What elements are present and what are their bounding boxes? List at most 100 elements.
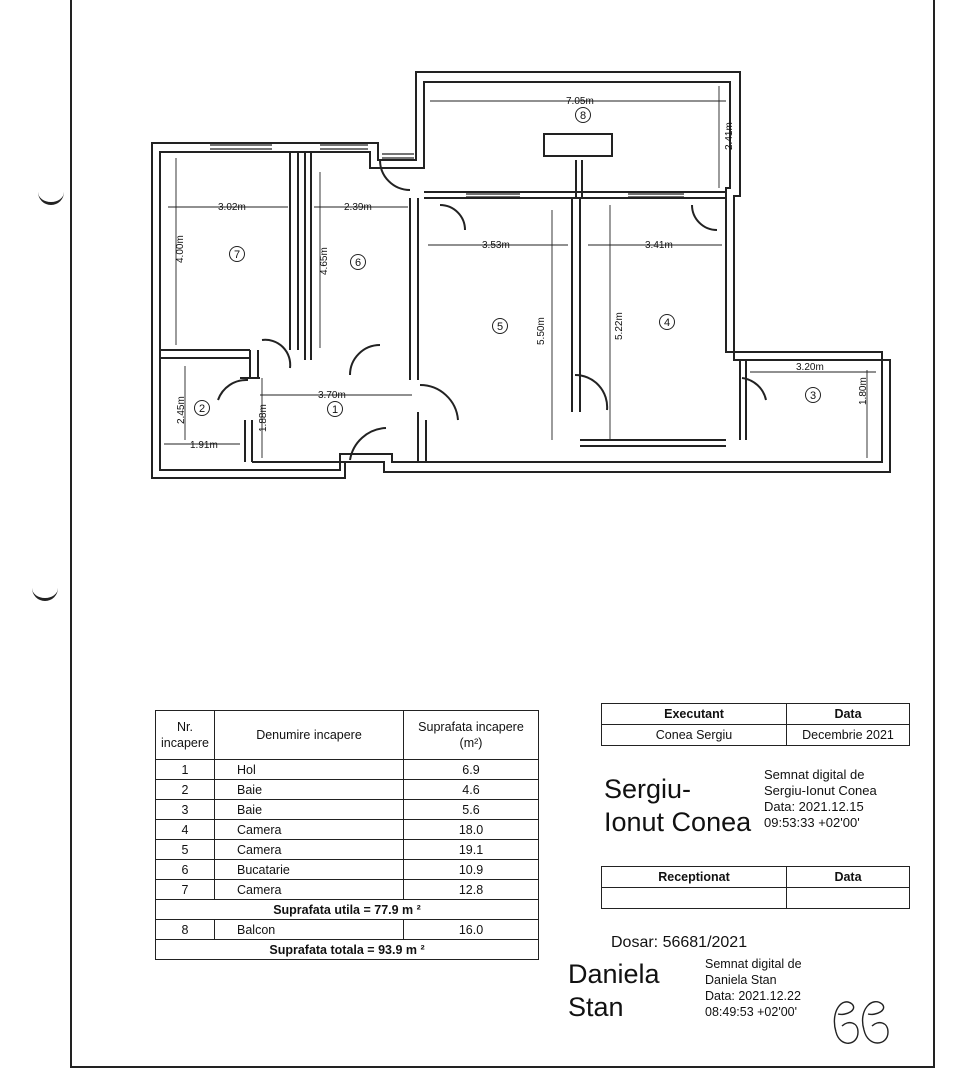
signature-info-line: Semnat digital de — [705, 957, 802, 971]
table-header-row: Nr. incapere Denumire incapere Suprafata… — [155, 710, 539, 760]
page-border-bottom — [70, 1066, 935, 1068]
signature-info-line: Sergiu-Ionut Conea — [764, 783, 877, 798]
dimension-label: 2.45m — [176, 396, 187, 424]
dimension-label: 4.65m — [319, 247, 330, 275]
room-name-cell: Baie — [214, 779, 404, 800]
signature-info-line: Semnat digital de — [764, 767, 865, 782]
dimension-label: 5.22m — [614, 312, 625, 340]
signature-name-sergiu: Sergiu- Ionut Conea — [604, 773, 751, 839]
room-nr-cell: 7 — [155, 879, 215, 900]
total-area-row: Suprafata totala = 93.9 m ² — [155, 939, 539, 960]
total-area: Suprafata totala = 93.9 m ² — [155, 939, 539, 960]
room-name-cell: Balcon — [214, 919, 404, 940]
dosar-number: Dosar: 56681/2021 — [611, 934, 748, 951]
signature-name-line: Sergiu- — [604, 774, 692, 804]
signature-info-line: Data: 2021.12.22 — [705, 989, 801, 1003]
room-name-cell: Baie — [214, 799, 404, 820]
dimension-label: 3.70m — [318, 390, 346, 401]
room-number: 5 — [497, 321, 503, 333]
room-number: 7 — [234, 249, 240, 261]
area-table: Nr. incapere Denumire incapere Suprafata… — [155, 710, 539, 960]
useful-area-row: Suprafata utila = 77.9 m ² — [155, 899, 539, 920]
floor-plan: 7.05m 2.41m 3.02m 4.00m 2.39m 4.65m 3.53… — [151, 71, 891, 479]
room-name-cell: Camera — [214, 879, 404, 900]
digital-signature-info: Semnat digital de Daniela Stan Data: 202… — [705, 956, 802, 1020]
signature-name-line: Ionut Conea — [604, 807, 752, 837]
room-area-cell: 19.1 — [403, 839, 539, 860]
receptionat-header: Receptionat — [601, 866, 787, 888]
punch-hole-mark — [32, 588, 58, 601]
room-area-cell: 16.0 — [403, 919, 539, 940]
room-nr-cell: 2 — [155, 779, 215, 800]
room-nr-cell: 5 — [155, 839, 215, 860]
signature-info-line: 08:49:53 +02'00' — [705, 1005, 798, 1019]
dimension-label: 2.41m — [724, 122, 735, 150]
room-number: 1 — [332, 404, 338, 416]
room-area-cell: 6.9 — [403, 759, 539, 780]
signature-info-line: Data: 2021.12.15 — [764, 799, 864, 814]
room-number: 4 — [664, 317, 670, 329]
dimension-label: 5.50m — [536, 317, 547, 345]
digital-signature-info: Semnat digital de Sergiu-Ionut Conea Dat… — [764, 767, 877, 831]
dimension-label: 1.91m — [190, 440, 218, 451]
room-name-cell: Camera — [214, 819, 404, 840]
room-name-cell: Bucatarie — [214, 859, 404, 880]
column-header: Denumire incapere — [214, 710, 404, 760]
room-nr-cell: 4 — [155, 819, 215, 840]
receptionat-name — [601, 887, 787, 909]
punch-hole-mark — [38, 192, 64, 205]
page-border-right — [933, 0, 935, 1066]
room-nr-cell: 6 — [155, 859, 215, 880]
executant-name: Conea Sergiu — [601, 724, 787, 746]
room-area-cell: 4.6 — [403, 779, 539, 800]
date-header: Data — [786, 703, 910, 725]
room-number: 3 — [810, 390, 816, 402]
room-nr-cell: 8 — [155, 919, 215, 940]
executant-date: Decembrie 2021 — [786, 724, 910, 746]
dimension-label: 7.05m — [566, 96, 594, 107]
dimension-label: 2.39m — [344, 202, 372, 213]
dimension-label: 4.00m — [175, 235, 186, 263]
room-name-cell: Hol — [214, 759, 404, 780]
room-area-cell: 18.0 — [403, 819, 539, 840]
dimension-label: 3.20m — [796, 362, 824, 373]
room-number: 8 — [580, 110, 586, 122]
room-nr-cell: 3 — [155, 799, 215, 820]
signature-name-line: Stan — [568, 992, 624, 1022]
receptionat-date — [786, 887, 910, 909]
useful-area-total: Suprafata utila = 77.9 m ² — [155, 899, 539, 920]
signature-name-daniela: Daniela Stan — [568, 958, 660, 1024]
page-border-left — [70, 0, 72, 1068]
signature-name-line: Daniela — [568, 959, 660, 989]
dimension-label: 3.02m — [218, 202, 246, 213]
column-header: Suprafata incapere (m²) — [403, 710, 539, 760]
signature-info-line: 09:53:33 +02'00' — [764, 815, 860, 830]
room-area-cell: 12.8 — [403, 879, 539, 900]
dimension-label: 1.80m — [858, 377, 869, 405]
room-name-cell: Camera — [214, 839, 404, 860]
signature-info-line: Daniela Stan — [705, 973, 777, 987]
column-header: Nr. incapere — [155, 710, 215, 760]
dimension-label: 3.53m — [482, 240, 510, 251]
date-header: Data — [786, 866, 910, 888]
dimension-label: 1.88m — [258, 404, 269, 432]
room-area-cell: 5.6 — [403, 799, 539, 820]
room-nr-cell: 1 — [155, 759, 215, 780]
room-number: 2 — [199, 403, 205, 415]
executant-header: Executant — [601, 703, 787, 725]
handwritten-initials-icon — [833, 1001, 889, 1044]
room-number: 6 — [355, 257, 361, 269]
room-area-cell: 10.9 — [403, 859, 539, 880]
dimension-label: 3.41m — [645, 240, 673, 251]
